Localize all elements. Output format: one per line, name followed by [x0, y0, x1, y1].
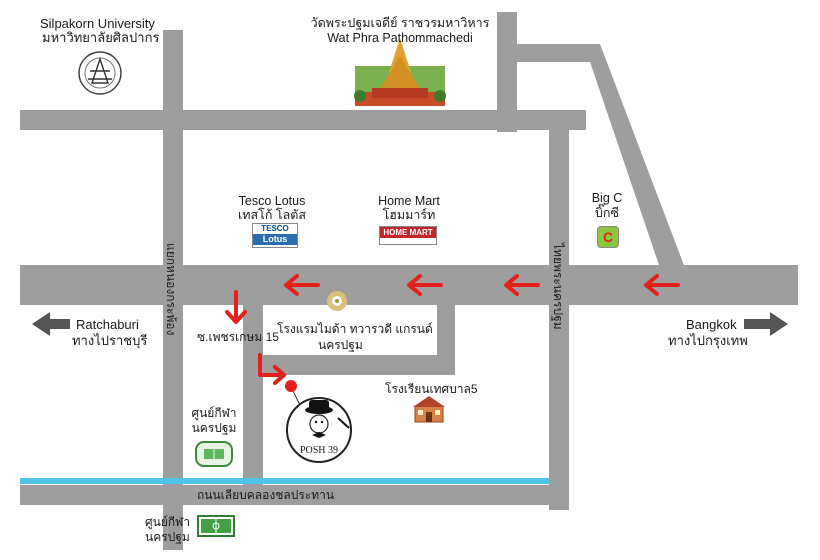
tesco-logo-top: TESCO — [261, 224, 289, 233]
tesco-logo: TESCO Lotus — [252, 223, 298, 248]
arrow-to-ratchaburi — [32, 312, 70, 336]
silpakorn-seal — [78, 51, 122, 95]
sports-field-name-line1: ศูนย์กีฬา — [145, 515, 191, 529]
red-arrow-left-1 — [284, 274, 320, 296]
school-icon — [413, 396, 445, 423]
direction-west-en: Ratchaburi — [76, 317, 139, 332]
road-diagonal-bigc — [517, 44, 685, 268]
silpakorn-name-en: Silpakorn University — [40, 16, 155, 31]
wat-name-en: Wat Phra Pathommachedi — [327, 31, 473, 45]
silpakorn-name-th: มหาวิทยาลัยศิลปากร — [42, 30, 160, 45]
road-canal — [20, 485, 550, 505]
homemart-logo-text: HOME MART — [380, 227, 436, 238]
road-soi-vertical — [243, 305, 263, 490]
red-arrow-left-2 — [407, 274, 443, 296]
hotel-name-line2: นครปฐม — [318, 338, 363, 352]
posh39-logo[interactable] — [285, 380, 352, 463]
road-north-horizontal — [20, 110, 586, 130]
red-arrow-down — [225, 290, 247, 324]
wat-pagoda-image — [354, 38, 446, 106]
bigc-name-en: Big C — [591, 191, 623, 205]
arrow-to-bangkok — [744, 312, 788, 336]
wat-name-th: วัดพระปฐมเจดีย์ ราชวรมหาวิหาร — [310, 16, 490, 30]
sports-field-name-line2: นครปฐม — [145, 530, 190, 544]
posh39-label[interactable]: POSH 39 — [299, 445, 339, 456]
road-name-right-vertical: ไทยพระนครปฐม — [551, 243, 565, 330]
sports-field-icon — [197, 515, 235, 537]
road-name-left-vertical: แยกหนองกระพ้อง — [164, 243, 178, 336]
road-top-vertical — [497, 12, 517, 132]
direction-east-en: Bangkok — [686, 317, 737, 332]
canal-waterline — [20, 478, 550, 484]
road-center-vertical — [549, 130, 569, 510]
stadium-name-line2: นครปฐม — [191, 421, 237, 435]
road-name-soi: ซ.เพชรเกษม 15 — [197, 330, 279, 344]
direction-east-th: ทางไปกรุงเทพ — [668, 333, 748, 348]
tesco-logo-bottom: Lotus — [253, 234, 297, 245]
road-soi-right — [437, 305, 455, 375]
road-soi-horizontal — [243, 355, 455, 375]
direction-west-th: ทางไปราชบุรี — [72, 333, 148, 348]
school-name: โรงเรียนเทศบาล5 — [385, 382, 478, 396]
homemart-name-th: โฮมมาร์ท — [382, 208, 436, 222]
homemart-name-en: Home Mart — [378, 194, 440, 208]
stadium-name-line1: ศูนย์กีฬา — [191, 406, 237, 420]
hotel-emblem — [327, 291, 347, 311]
homemart-logo: HOME MART — [379, 226, 437, 245]
hotel-name-line1: โรงแรมไมด้า ทวารวดี แกรนด์ — [277, 322, 433, 336]
red-arrow-turn-right — [258, 353, 286, 385]
bigc-name-th: บิ๊กซี — [595, 206, 619, 220]
tesco-name-th: เทสโก้ โลตัส — [237, 208, 307, 222]
stadium-icon — [195, 441, 233, 467]
red-arrow-left-3 — [504, 274, 540, 296]
red-arrow-left-4 — [644, 274, 680, 296]
road-name-canal: ถนนเลียบคลองชลประทาน — [197, 488, 335, 502]
bigc-logo: C — [597, 226, 619, 248]
tesco-name-en: Tesco Lotus — [238, 194, 306, 208]
